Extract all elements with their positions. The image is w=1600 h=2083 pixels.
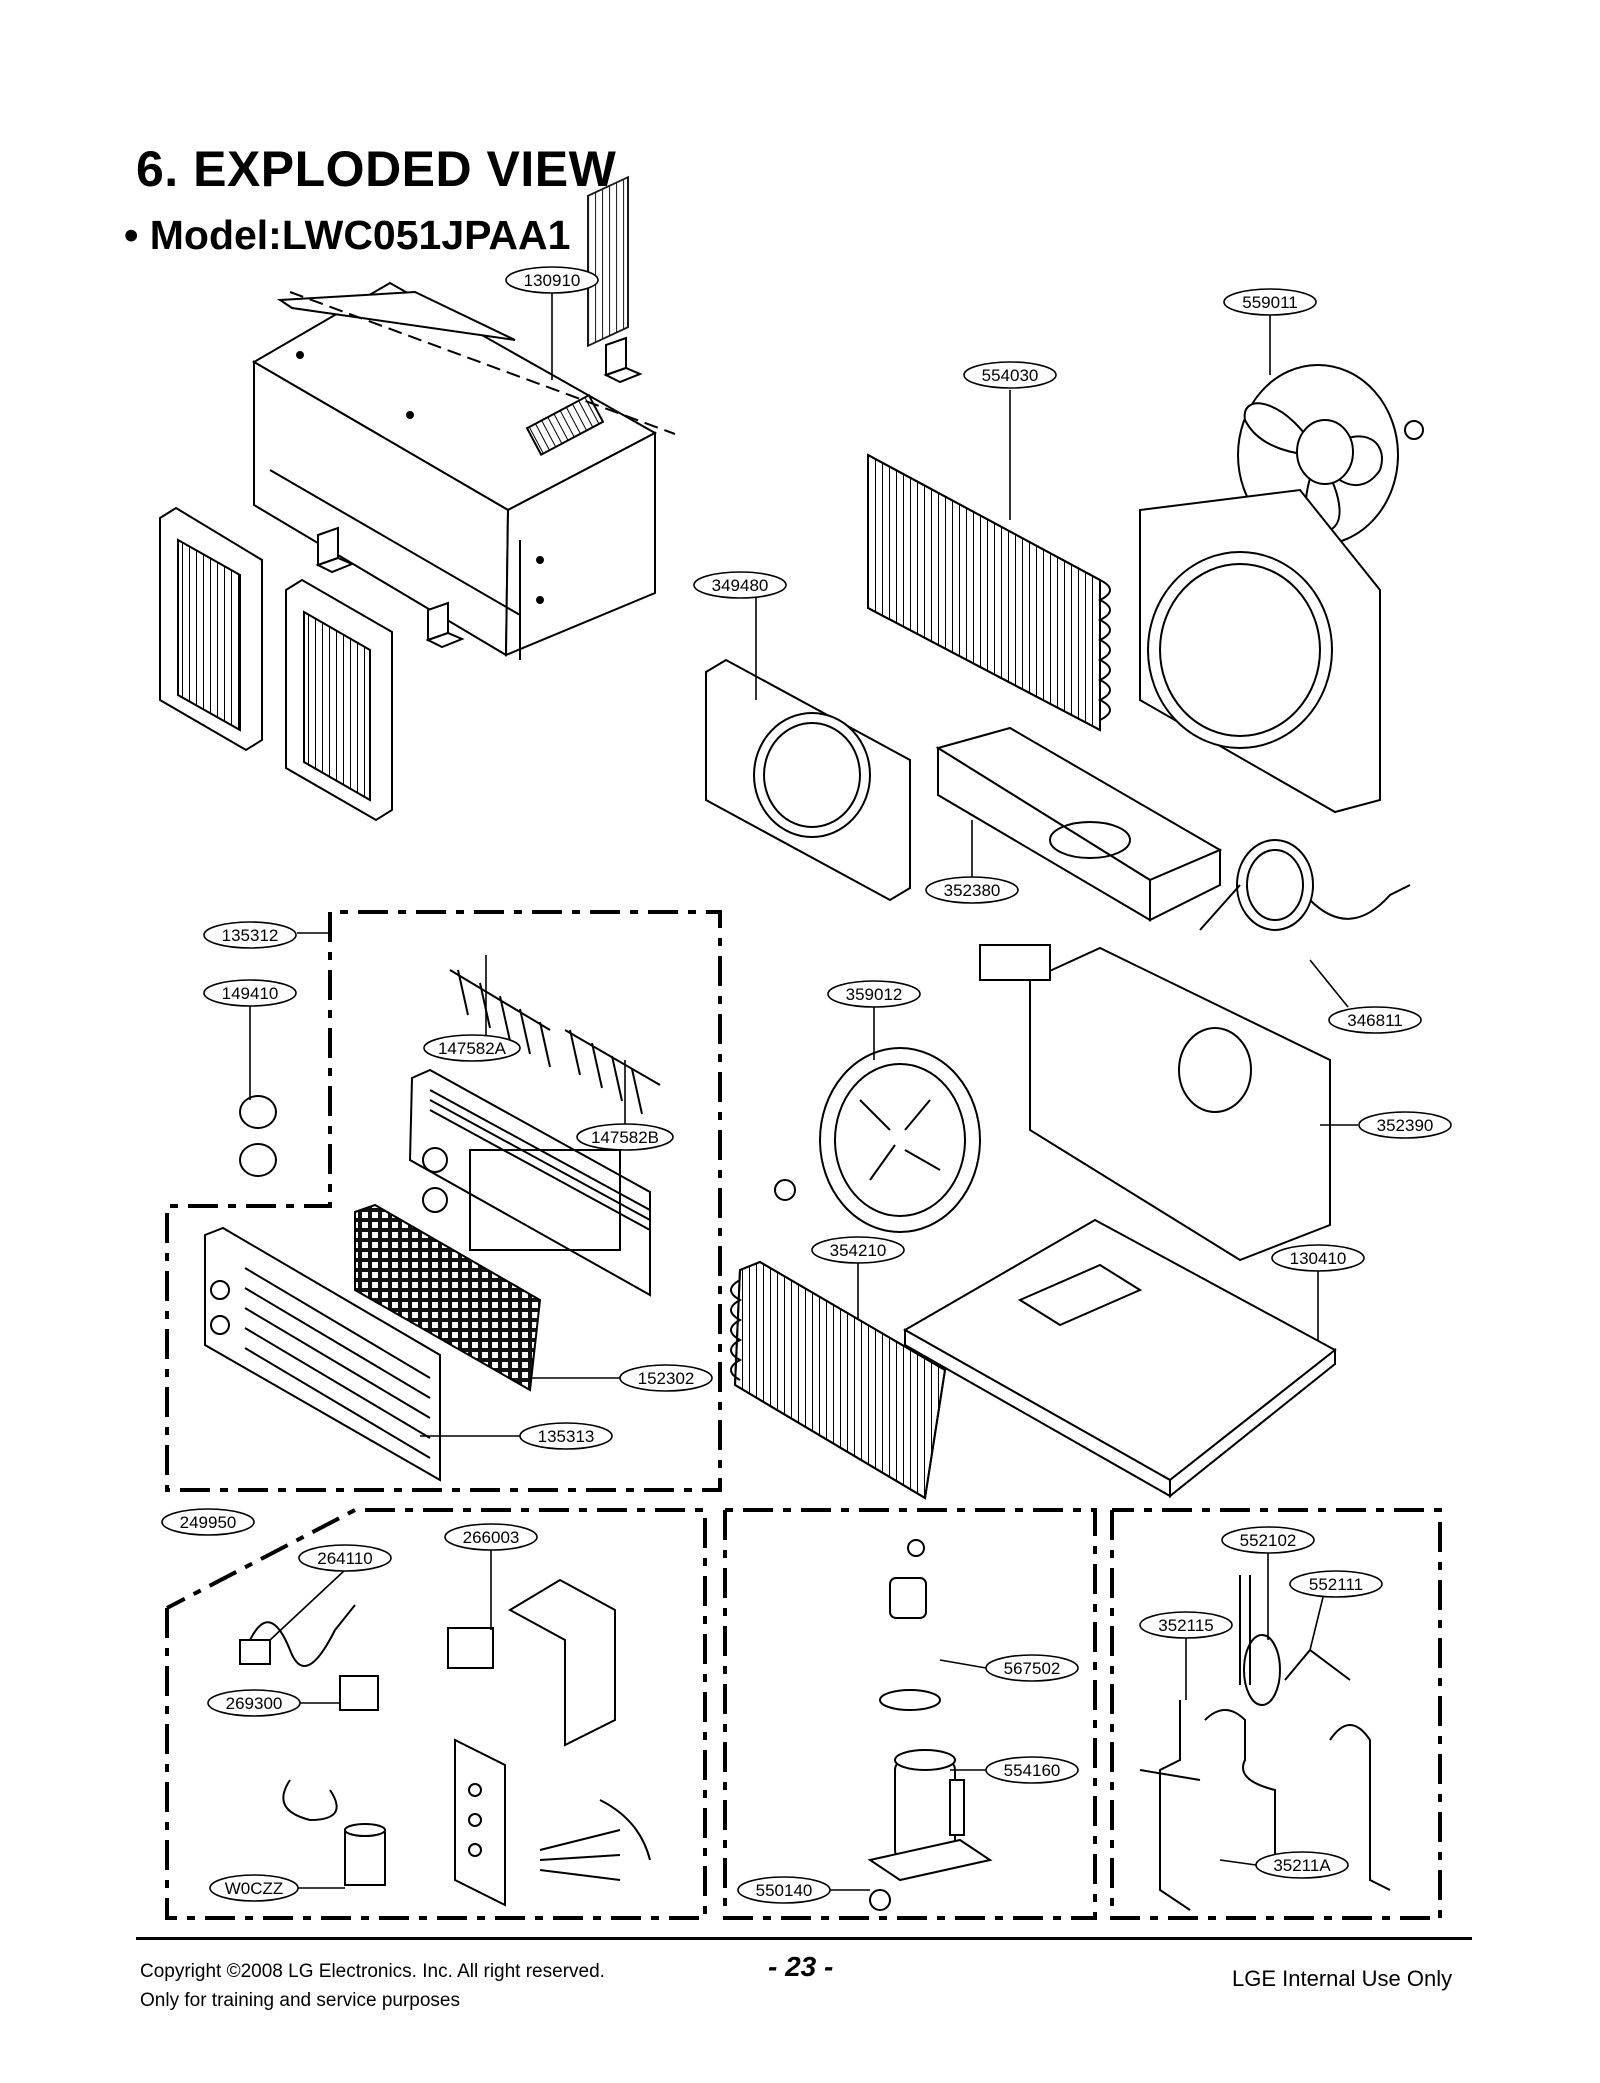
label-552111: 552111: [1289, 1570, 1383, 1598]
label-346811: 346811: [1328, 1006, 1422, 1034]
label-147582B: 147582B: [576, 1123, 674, 1151]
label-152302: 152302: [619, 1364, 713, 1392]
tubing-group-box: [1110, 1508, 1442, 1920]
label-264110: 264110: [298, 1544, 392, 1572]
label-349480: 349480: [693, 571, 787, 599]
part-130410: 130410: [1290, 1249, 1347, 1268]
label-147582A: 147582A: [423, 1034, 521, 1062]
part-352380: 352380: [944, 881, 1001, 900]
model-heading: • Model:LWC051JPAA1: [124, 212, 571, 258]
label-554030: 554030: [963, 361, 1057, 389]
cabinet-part: [252, 175, 676, 660]
label-266003: 266003: [444, 1523, 538, 1551]
base-pan: [902, 1218, 1337, 1499]
fan-motor: [1199, 839, 1411, 931]
part-554160: 554160: [1004, 1761, 1061, 1780]
part-352390: 352390: [1377, 1116, 1434, 1135]
part-147582A: 147582A: [438, 1039, 507, 1058]
copyright-text: Copyright ©2008 LG Electronics. Inc. All…: [140, 1961, 605, 1982]
compressor-group-box: [723, 1508, 1097, 1920]
part-266003: 266003: [463, 1528, 520, 1547]
page-number: - 23 -: [768, 1951, 834, 1982]
mounting-brackets: [315, 336, 643, 649]
part-W0CZZ: W0CZZ: [225, 1879, 284, 1898]
label-269300: 269300: [207, 1689, 301, 1717]
part-264110: 264110: [317, 1549, 372, 1568]
label-554160: 554160: [985, 1756, 1079, 1784]
part-labels: 130910 559011 554030 349480 352380 13531…: [161, 266, 1452, 1904]
part-552102: 552102: [1240, 1531, 1297, 1550]
side-curtains: [159, 506, 393, 822]
refrigerant-tubing: [1139, 1575, 1391, 1911]
part-135313: 135313: [538, 1427, 595, 1446]
evaporator-coil: [730, 1260, 947, 1500]
part-152302: 152302: [638, 1369, 695, 1388]
electrical-parts: [239, 1578, 651, 1907]
part-35211A: 35211A: [1273, 1856, 1331, 1875]
label-352115: 352115: [1139, 1611, 1233, 1639]
front-grille: [408, 1068, 651, 1297]
label-130910: 130910: [505, 266, 599, 294]
footer-divider: [136, 1937, 1472, 1940]
label-135313: 135313: [519, 1422, 613, 1450]
label-352390: 352390: [1358, 1111, 1452, 1139]
part-352115: 352115: [1158, 1616, 1213, 1635]
air-filter: [354, 1203, 542, 1392]
part-130910: 130910: [524, 271, 581, 290]
drain-pan: [935, 726, 1223, 922]
label-550140: 550140: [737, 1876, 831, 1904]
part-135312: 135312: [222, 926, 279, 945]
label-130410: 130410: [1271, 1244, 1365, 1272]
orifice-shroud: [705, 658, 911, 902]
blower-wheel: [774, 1047, 981, 1233]
label-135312: 135312: [203, 921, 297, 949]
part-354210: 354210: [830, 1241, 887, 1260]
front-panel-inlet: [204, 1226, 441, 1482]
label-W0CZZ: W0CZZ: [209, 1874, 299, 1902]
knobs: [239, 1095, 277, 1177]
label-149410: 149410: [203, 979, 297, 1007]
training-note: Only for training and service purposes: [140, 1990, 460, 2011]
part-559011: 559011: [1242, 293, 1297, 312]
evaporator-housing: [979, 944, 1331, 1262]
condenser-coil: [867, 453, 1111, 732]
part-349480: 349480: [712, 576, 769, 595]
part-554030: 554030: [982, 366, 1039, 385]
fan-housing: [1139, 488, 1381, 814]
label-567502: 567502: [985, 1654, 1079, 1682]
part-567502: 567502: [1004, 1659, 1061, 1678]
internal-use-note: LGE Internal Use Only: [1232, 1966, 1453, 1991]
electrical-group-box: [165, 1508, 707, 1920]
label-35211A: 35211A: [1255, 1851, 1349, 1879]
label-552102: 552102: [1221, 1526, 1315, 1554]
label-352380: 352380: [925, 876, 1019, 904]
part-147582B: 147582B: [591, 1128, 659, 1147]
part-249950: 249950: [180, 1513, 237, 1532]
compressor: [867, 1539, 993, 1911]
part-callouts: [249, 293, 1358, 1891]
part-346811: 346811: [1347, 1011, 1402, 1030]
label-359012: 359012: [827, 980, 921, 1008]
label-354210: 354210: [811, 1236, 905, 1264]
part-359012: 359012: [846, 985, 903, 1004]
part-149410: 149410: [222, 984, 279, 1003]
louver-vanes: [449, 969, 661, 1115]
label-249950: 249950: [161, 1508, 255, 1536]
front-grille-group-box: [165, 910, 722, 1492]
label-559011: 559011: [1223, 288, 1317, 316]
page-title: 6. EXPLODED VIEW: [136, 141, 617, 197]
part-269300: 269300: [226, 1694, 283, 1713]
part-550140: 550140: [756, 1881, 813, 1900]
part-552111: 552111: [1309, 1575, 1363, 1594]
